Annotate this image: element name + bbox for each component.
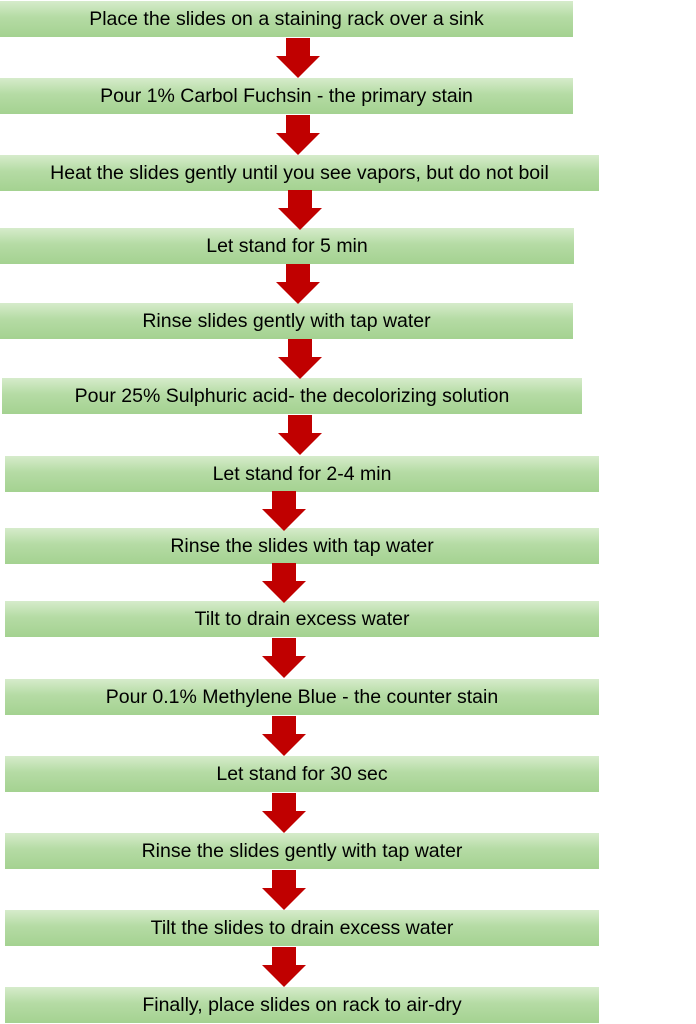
step-9-label: Tilt to drain excess water xyxy=(194,607,410,630)
step-14-box: Finally, place slides on rack to air-dry xyxy=(5,987,599,1023)
down-arrow-icon xyxy=(278,415,322,455)
step-11-box: Let stand for 30 sec xyxy=(5,756,599,792)
down-arrow-icon xyxy=(276,264,320,304)
down-arrow-icon xyxy=(276,115,320,155)
step-2-label: Pour 1% Carbol Fuchsin - the primary sta… xyxy=(100,84,473,107)
step-7-box: Let stand for 2-4 min xyxy=(5,456,599,492)
step-1-label: Place the slides on a staining rack over… xyxy=(89,7,484,30)
step-5-label: Rinse slides gently with tap water xyxy=(142,309,431,332)
down-arrow-icon xyxy=(262,638,306,678)
step-10-box: Pour 0.1% Methylene Blue - the counter s… xyxy=(5,679,599,715)
step-13-box: Tilt the slides to drain excess water xyxy=(5,910,599,946)
step-7-label: Let stand for 2-4 min xyxy=(212,462,392,485)
down-arrow-icon xyxy=(276,38,320,78)
step-4-box: Let stand for 5 min xyxy=(0,228,574,264)
step-12-box: Rinse the slides gently with tap water xyxy=(5,833,599,869)
step-14-label: Finally, place slides on rack to air-dry xyxy=(142,993,462,1016)
step-12-label: Rinse the slides gently with tap water xyxy=(141,839,463,862)
step-8-box: Rinse the slides with tap water xyxy=(5,528,599,564)
down-arrow-icon xyxy=(278,339,322,379)
step-11-label: Let stand for 30 sec xyxy=(216,762,388,785)
step-6-label: Pour 25% Sulphuric acid- the decolorizin… xyxy=(74,384,510,407)
down-arrow-icon xyxy=(278,190,322,230)
step-3-label: Heat the slides gently until you see vap… xyxy=(50,161,549,184)
step-4-label: Let stand for 5 min xyxy=(206,234,368,257)
down-arrow-icon xyxy=(262,491,306,531)
step-2-box: Pour 1% Carbol Fuchsin - the primary sta… xyxy=(0,78,573,114)
step-3-box: Heat the slides gently until you see vap… xyxy=(0,155,599,191)
down-arrow-icon xyxy=(262,563,306,603)
step-5-box: Rinse slides gently with tap water xyxy=(0,303,573,339)
step-9-box: Tilt to drain excess water xyxy=(5,601,599,637)
down-arrow-icon xyxy=(262,947,306,987)
step-10-label: Pour 0.1% Methylene Blue - the counter s… xyxy=(105,685,499,708)
down-arrow-icon xyxy=(262,716,306,756)
step-1-box: Place the slides on a staining rack over… xyxy=(0,1,573,37)
down-arrow-icon xyxy=(262,870,306,910)
down-arrow-icon xyxy=(262,793,306,833)
step-8-label: Rinse the slides with tap water xyxy=(170,534,434,557)
step-6-box: Pour 25% Sulphuric acid- the decolorizin… xyxy=(2,378,582,414)
step-13-label: Tilt the slides to drain excess water xyxy=(150,916,454,939)
